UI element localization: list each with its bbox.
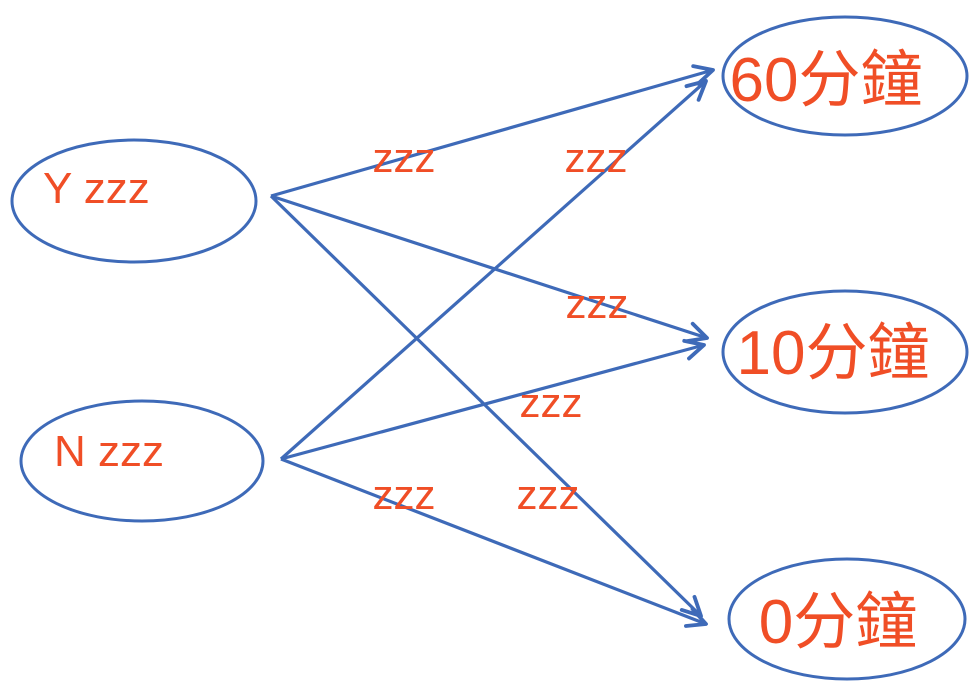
node-0min-label: 0分鐘 bbox=[759, 588, 917, 657]
node-10min-ellipse bbox=[721, 289, 969, 415]
node-y-label: Y zzz bbox=[43, 164, 150, 213]
edge-label-y-10: zzz bbox=[566, 280, 629, 327]
edge-label-n-0: zzz bbox=[373, 471, 436, 518]
edge-label-y-0: zzz bbox=[517, 471, 580, 518]
edge-label-n-10: zzz bbox=[520, 379, 583, 426]
edge-label-n-60: zzz bbox=[565, 134, 628, 181]
edge-y-to-10 bbox=[270, 194, 709, 344]
node-n-ellipse bbox=[19, 399, 265, 523]
edge-labels-group: zzz zzz zzz zzz zzz zzz bbox=[373, 134, 629, 518]
node-60min-ellipse bbox=[721, 15, 969, 137]
node-0min-ellipse bbox=[727, 557, 967, 681]
node-n-label: N zzz bbox=[54, 427, 164, 476]
edge-n-to-10 bbox=[280, 338, 706, 461]
right-nodes-group: 60分鐘 10分鐘 0分鐘 bbox=[721, 15, 969, 681]
edge-n-to-0 bbox=[280, 457, 708, 628]
node-y-ellipse bbox=[10, 138, 258, 264]
edge-label-y-60: zzz bbox=[373, 134, 436, 181]
node-10min-label: 10分鐘 bbox=[737, 319, 930, 388]
edges-group bbox=[269, 64, 715, 628]
node-60min-label: 60分鐘 bbox=[730, 46, 923, 115]
left-nodes-group: Y zzz N zzz bbox=[10, 138, 265, 523]
edge-y-to-60 bbox=[270, 64, 715, 198]
edge-y-to-0 bbox=[269, 194, 703, 618]
